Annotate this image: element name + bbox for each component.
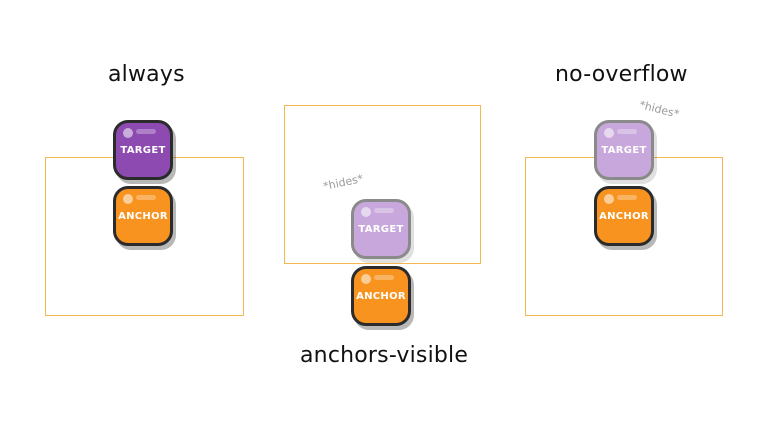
anchor-label-always: ANCHOR xyxy=(118,210,168,222)
panel-title-no-overflow: no-overflow xyxy=(555,62,688,87)
panel-title-always: always xyxy=(108,62,185,87)
anchor-label-anchors-visible: ANCHOR xyxy=(356,290,406,302)
anchor-box-anchors-visible: ANCHOR xyxy=(351,266,411,326)
target-box-anchors-visible: TARGET xyxy=(351,199,411,259)
anchor-box-no-overflow: ANCHOR xyxy=(594,186,654,246)
target-label-no-overflow: TARGET xyxy=(601,144,647,156)
target-box-always: TARGET xyxy=(113,120,173,180)
scroll-container-anchors-visible xyxy=(284,105,481,264)
target-label-always: TARGET xyxy=(120,144,166,156)
anchor-label-no-overflow: ANCHOR xyxy=(599,210,649,222)
target-box-no-overflow: TARGET xyxy=(594,120,654,180)
target-label-anchors-visible: TARGET xyxy=(358,223,404,235)
hides-note-no-overflow: *hides* xyxy=(638,98,681,121)
panel-title-anchors-visible: anchors-visible xyxy=(300,343,469,368)
anchor-box-always: ANCHOR xyxy=(113,186,173,246)
